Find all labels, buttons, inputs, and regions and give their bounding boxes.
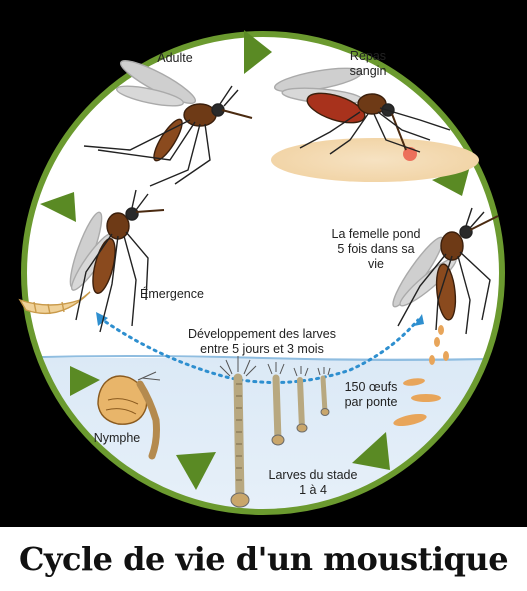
larva-icon — [267, 362, 285, 446]
label-emergence: Émergence — [140, 287, 204, 301]
cycle-arrow-icon — [70, 366, 100, 396]
cycle-ring — [21, 31, 505, 515]
pupa-icon — [97, 371, 161, 460]
caption-title: Cycle de vie d'un moustique — [18, 540, 509, 578]
label-adult: Adulte — [157, 51, 193, 65]
cycle-arrow-icon — [352, 432, 390, 470]
falling-eggs — [429, 325, 449, 365]
cycle-arrow-icon — [176, 452, 216, 490]
egg-icon — [403, 378, 425, 386]
cycle-arrow-icon — [432, 166, 470, 196]
mosquito-emerging-icon — [18, 189, 165, 333]
path-arrowhead-right — [414, 314, 424, 326]
egg-raft — [393, 378, 441, 427]
caption-bar: Cycle de vie d'un moustique — [0, 527, 527, 591]
label-laying: La femelle pond 5 fois dans sa vie — [331, 227, 421, 271]
egg-icon — [443, 351, 449, 361]
egg-icon — [429, 355, 435, 365]
cycle-arrows — [40, 30, 470, 490]
mosquito-laying-icon — [392, 207, 499, 335]
larvae-group — [219, 356, 331, 508]
cycle-arrow-icon — [244, 30, 272, 74]
larva-icon — [293, 366, 309, 433]
label-eggs: 150 œufs par ponte — [344, 380, 398, 409]
skin-patch — [271, 138, 479, 182]
mosquito-feeding-icon — [271, 67, 479, 182]
label-development: Développement des larves entre 5 jours e… — [188, 327, 336, 356]
life-cycle-diagram: Adulte Repas sangin La femelle pond 5 fo… — [18, 30, 505, 515]
egg-icon — [393, 413, 427, 427]
diagram-canvas — [18, 30, 505, 515]
egg-icon — [434, 337, 440, 347]
cycle-arrow-icon — [40, 192, 76, 222]
egg-icon — [411, 394, 441, 402]
mosquito-adult-icon — [83, 60, 253, 187]
label-pupa: Nymphe — [93, 431, 141, 445]
larva-icon — [317, 367, 331, 416]
larva-icon — [219, 356, 257, 508]
path-arrowhead-left — [96, 312, 108, 326]
egg-icon — [438, 325, 444, 335]
label-larvae: Larves du stade 1 à 4 — [268, 468, 358, 497]
label-blood-meal: Repas sangin — [349, 49, 387, 78]
